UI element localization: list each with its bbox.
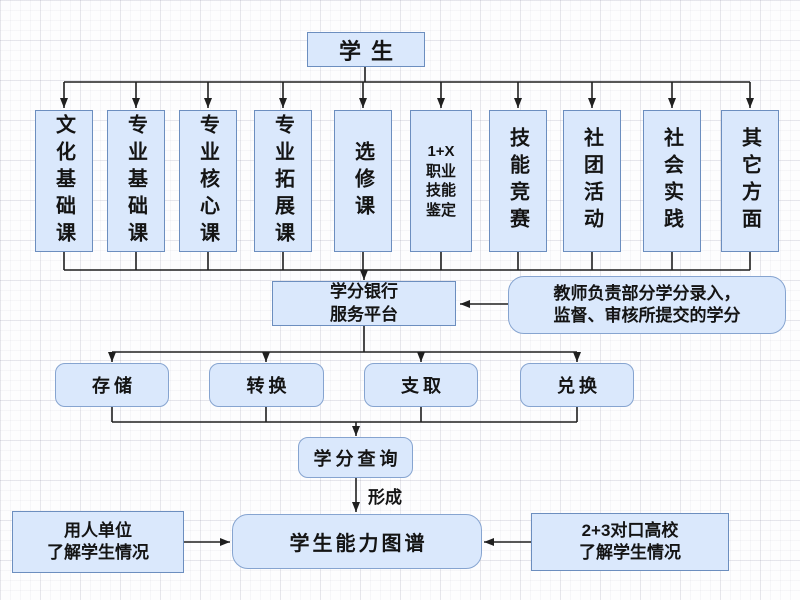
node-credit-query: 学分查询 (298, 437, 413, 478)
node-op-exchange: 兑换 (520, 363, 634, 407)
node-employer: 用人单位 了解学生情况 (12, 511, 184, 573)
arrow-label-form: 形成 (368, 488, 402, 507)
node-other-aspects: 其它方面 (721, 110, 779, 252)
node-culture-basic-course: 文化基础课 (35, 110, 93, 252)
node-op-convert: 转换 (209, 363, 324, 407)
node-partner-college: 2+3对口高校 了解学生情况 (531, 513, 729, 571)
node-major-core-course: 专业核心课 (179, 110, 237, 252)
node-major-basic-course: 专业基础课 (107, 110, 165, 252)
node-1x-skill-certification: 1+X 职业 技能 鉴定 (410, 110, 472, 252)
node-credit-bank-platform: 学分银行 服务平台 (272, 281, 456, 326)
node-major-extension-course: 专业拓展课 (254, 110, 312, 252)
node-op-withdraw: 支取 (364, 363, 478, 407)
node-social-practice: 社会实践 (643, 110, 701, 252)
node-elective-course: 选修课 (334, 110, 392, 252)
node-skill-competition: 技能竞赛 (489, 110, 547, 252)
node-student-ability-map: 学生能力图谱 (232, 514, 482, 569)
node-club-activity: 社团活动 (563, 110, 621, 252)
node-teacher-note: 教师负责部分学分录入， 监督、审核所提交的学分 (508, 276, 786, 334)
node-student: 学生 (307, 32, 425, 67)
node-op-store: 存储 (55, 363, 169, 407)
